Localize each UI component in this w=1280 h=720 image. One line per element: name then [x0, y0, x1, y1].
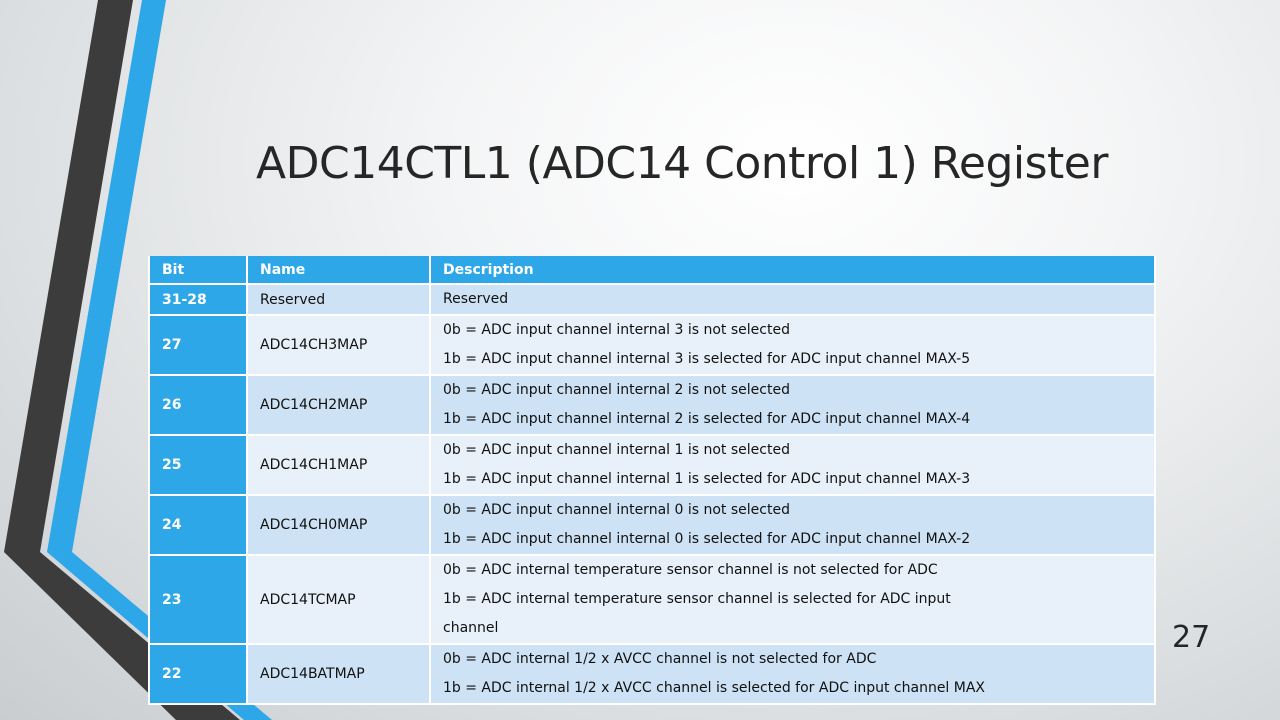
cell-name: ADC14CH1MAP	[246, 435, 431, 496]
cell-bit: 25	[148, 435, 248, 496]
description-line: 1b = ADC input channel internal 0 is sel…	[443, 531, 971, 547]
description-line: 1b = ADC internal temperature sensor cha…	[443, 591, 951, 607]
cell-bit: 27	[148, 315, 248, 376]
description-line: 0b = ADC input channel internal 3 is not…	[443, 322, 790, 338]
cell-bit: 31-28	[148, 284, 248, 316]
description-line: 0b = ADC input channel internal 2 is not…	[443, 382, 790, 398]
description-line: 0b = ADC internal 1/2 x AVCC channel is …	[443, 651, 877, 667]
cell-description: Reserved	[429, 284, 1156, 316]
cell-description: 0b = ADC input channel internal 1 is not…	[429, 435, 1156, 496]
description-line: 1b = ADC input channel internal 1 is sel…	[443, 471, 971, 487]
cell-description: 0b = ADC internal 1/2 x AVCC channel is …	[429, 644, 1156, 705]
cell-name: ADC14TCMAP	[246, 555, 431, 645]
description-line: Reserved	[443, 291, 509, 307]
header-name: Name	[246, 256, 431, 285]
cell-description: 0b = ADC internal temperature sensor cha…	[429, 555, 1156, 645]
cell-bit: 22	[148, 644, 248, 705]
cell-name: ADC14CH0MAP	[246, 495, 431, 556]
description-line: 0b = ADC input channel internal 0 is not…	[443, 502, 790, 518]
description-line: 0b = ADC input channel internal 1 is not…	[443, 442, 790, 458]
cell-name: ADC14CH2MAP	[246, 375, 431, 436]
blue-stripe	[47, 0, 166, 552]
cell-name: ADC14CH3MAP	[246, 315, 431, 376]
cell-name: Reserved	[246, 284, 431, 316]
header-description: Description	[429, 256, 1156, 285]
cell-bit: 26	[148, 375, 248, 436]
page-number: 27	[1172, 620, 1211, 655]
header-bit: Bit	[148, 256, 248, 285]
slide-title: ADC14CTL1 (ADC14 Control 1) Register	[256, 138, 1108, 189]
dark-stripe	[4, 0, 133, 552]
description-line: 1b = ADC input channel internal 3 is sel…	[443, 351, 971, 367]
cell-description: 0b = ADC input channel internal 0 is not…	[429, 495, 1156, 556]
cell-bit: 24	[148, 495, 248, 556]
description-line: 0b = ADC internal temperature sensor cha…	[443, 562, 938, 578]
cell-name: ADC14BATMAP	[246, 644, 431, 705]
description-line: 1b = ADC internal 1/2 x AVCC channel is …	[443, 680, 986, 696]
description-line: 1b = ADC input channel internal 2 is sel…	[443, 411, 971, 427]
cell-description: 0b = ADC input channel internal 3 is not…	[429, 315, 1156, 376]
table-header-row: Bit Name Description	[148, 256, 1156, 285]
cell-description: 0b = ADC input channel internal 2 is not…	[429, 375, 1156, 436]
cell-bit: 23	[148, 555, 248, 645]
description-line: channel	[443, 620, 499, 636]
